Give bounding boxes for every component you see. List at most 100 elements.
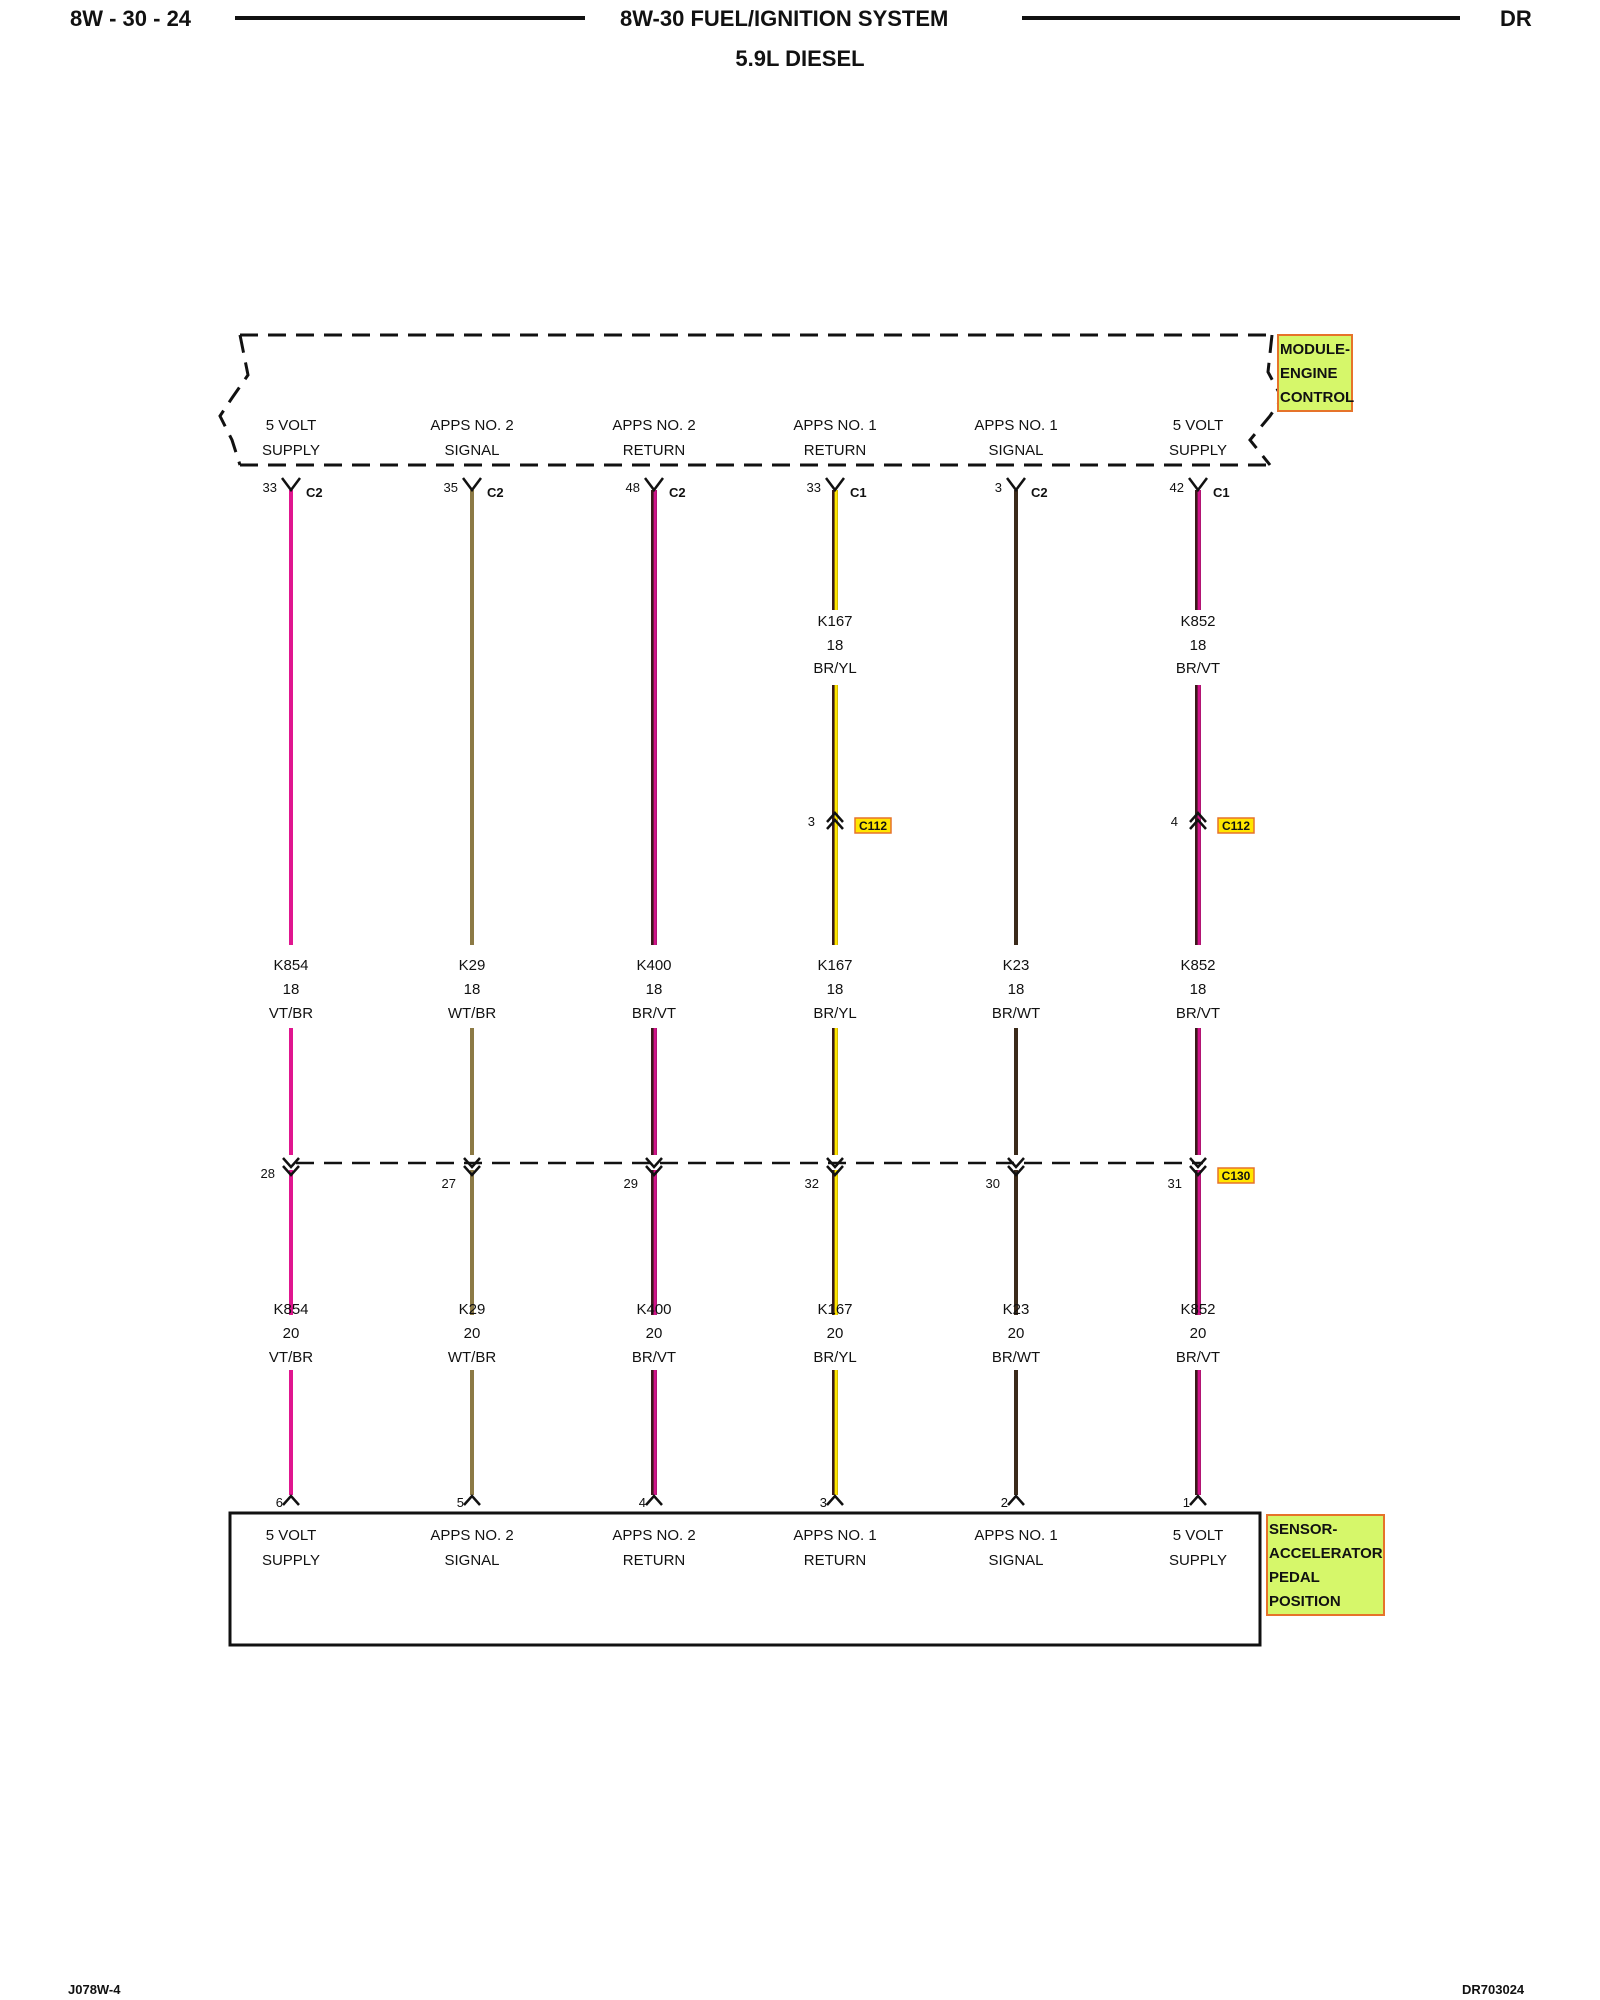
ecm-pin-function: APPS NO. 1	[974, 417, 1057, 434]
c130-pin-number: 31	[1168, 1176, 1182, 1191]
wire-gauge: 18	[283, 981, 300, 998]
sensor-pin-symbol	[463, 1494, 481, 1506]
wire-color-code: BR/YL	[813, 1005, 856, 1022]
c130-pin-number: 27	[442, 1176, 456, 1191]
wire-gauge: 20	[1008, 1325, 1025, 1342]
c112-tag: C112	[854, 817, 892, 834]
wire-color-code: BR/YL	[813, 1349, 856, 1366]
ecm-connector-id: C1	[1213, 485, 1230, 500]
sensor-pin-function: SIGNAL	[988, 1552, 1043, 1569]
page-title: 8W-30 FUEL/IGNITION SYSTEM	[620, 6, 949, 31]
header-rule-left	[235, 16, 585, 20]
c130-pin-number: 29	[624, 1176, 638, 1191]
apps-module-tag-line: SENSOR-	[1269, 1521, 1337, 1538]
c112-pin-number: 4	[1171, 814, 1178, 829]
apps-module-tag-line: PEDAL	[1269, 1569, 1320, 1586]
ecm-pin-number: 33	[263, 480, 277, 495]
ecm-pin-number: 48	[626, 480, 640, 495]
page-number: 8W - 30 - 24	[70, 6, 192, 31]
sensor-pin-number: 1	[1183, 1495, 1190, 1510]
c130-pin-number: 28	[261, 1166, 275, 1181]
wire-gauge: 18	[464, 981, 481, 998]
sensor-pin-function: APPS NO. 1	[974, 1527, 1057, 1544]
c130-pin-symbol	[826, 1157, 844, 1177]
ecm-module-tag-line: ENGINE	[1280, 365, 1338, 382]
ecm-pin-function: APPS NO. 1	[793, 417, 876, 434]
ecm-pin-number: 3	[995, 480, 1002, 495]
wire-circuit-id: K852	[1180, 1301, 1215, 1318]
ecm-connector-id: C1	[850, 485, 867, 500]
sensor-pin-function: 5 VOLT	[1173, 1527, 1224, 1544]
wire-color-code: WT/BR	[448, 1349, 496, 1366]
ecm-module-tag-line: CONTROL	[1280, 389, 1354, 406]
c130-pin-symbol	[282, 1157, 300, 1177]
sensor-pin-number: 5	[457, 1495, 464, 1510]
wire-circuit-id: K400	[636, 1301, 671, 1318]
c130-tag: C130	[1217, 1167, 1255, 1184]
ecm-module-tag-line: MODULE-	[1280, 341, 1350, 358]
c112-pin-number: 3	[808, 814, 815, 829]
c112-tag-label: C112	[859, 819, 887, 833]
sensor-pin-function: APPS NO. 2	[430, 1527, 513, 1544]
wire-color-code: BR/VT	[632, 1349, 676, 1366]
footer-left-code: J078W-4	[68, 1982, 121, 1997]
wire-gauge: 20	[827, 1325, 844, 1342]
wire-gauge: 20	[464, 1325, 481, 1342]
sensor-pin-symbol	[1189, 1494, 1207, 1506]
sensor-pin-function: APPS NO. 1	[793, 1527, 876, 1544]
c112-tag-box	[854, 817, 892, 834]
ecm-pin-symbol	[462, 477, 482, 493]
wire-circuit-id: K23	[1003, 1301, 1030, 1318]
wire-circuit-id: K852	[1180, 957, 1215, 974]
wire-circuit-id: K23	[1003, 957, 1030, 974]
sensor-pin-symbol	[282, 1494, 300, 1506]
sensor-pin-number: 4	[639, 1495, 646, 1510]
wire-gauge: 18	[827, 981, 844, 998]
ecm-pin-symbol	[825, 477, 845, 493]
wire-color-code: BR/VT	[1176, 1349, 1220, 1366]
wire-gauge: 18	[827, 637, 844, 654]
ecm-module-tag: MODULE- ENGINE CONTROL	[1277, 334, 1354, 412]
wire-circuit-id: K400	[636, 957, 671, 974]
ecm-pin-function: RETURN	[804, 442, 867, 459]
wire-circuit-id: K167	[817, 957, 852, 974]
wire-circuit-id: K852	[1180, 613, 1215, 630]
sensor-pin-symbol	[826, 1494, 844, 1506]
c130-pin-symbol	[1189, 1157, 1207, 1177]
ecm-pin-symbol	[281, 477, 301, 493]
wire-gauge: 20	[646, 1325, 663, 1342]
sensor-pin-function: SIGNAL	[444, 1552, 499, 1569]
sensor-pin-symbol	[645, 1494, 663, 1506]
wire-color-code: BR/WT	[992, 1005, 1040, 1022]
ecm-pin-function: APPS NO. 2	[430, 417, 513, 434]
ecm-connector-id: C2	[487, 485, 504, 500]
header-rule-right	[1022, 16, 1460, 20]
wire-gauge: 18	[646, 981, 663, 998]
ecm-pin-symbol	[644, 477, 664, 493]
sensor-pin-symbol	[1007, 1494, 1025, 1506]
wire-circuit-id: K167	[817, 1301, 852, 1318]
wire-circuit-id: K29	[459, 1301, 486, 1318]
wire-color-code: BR/YL	[813, 660, 856, 677]
ecm-pin-function: SUPPLY	[262, 442, 320, 459]
apps-sensor-box	[228, 1511, 1262, 1647]
sensor-pin-number: 3	[820, 1495, 827, 1510]
ecm-pin-function: SIGNAL	[444, 442, 499, 459]
c112-tag-label: C112	[1222, 819, 1250, 833]
c130-tag-label: C130	[1222, 1169, 1251, 1183]
ecm-pin-number: 42	[1170, 480, 1184, 495]
ecm-connector-id: C2	[306, 485, 323, 500]
wire-circuit-id: K29	[459, 957, 486, 974]
sensor-pin-function: SUPPLY	[1169, 1552, 1227, 1569]
ecm-pin-symbol	[1188, 477, 1208, 493]
sensor-pin-number: 6	[276, 1495, 283, 1510]
c112-pin-symbol	[1189, 811, 1207, 830]
sensor-pin-function: RETURN	[623, 1552, 686, 1569]
wire-color-code: VT/BR	[269, 1349, 313, 1366]
apps-module-tag-line: POSITION	[1269, 1593, 1341, 1610]
ecm-module-tag-box	[1277, 334, 1353, 412]
c130-pin-symbol	[1007, 1157, 1025, 1177]
ecm-right-break	[1248, 334, 1284, 466]
